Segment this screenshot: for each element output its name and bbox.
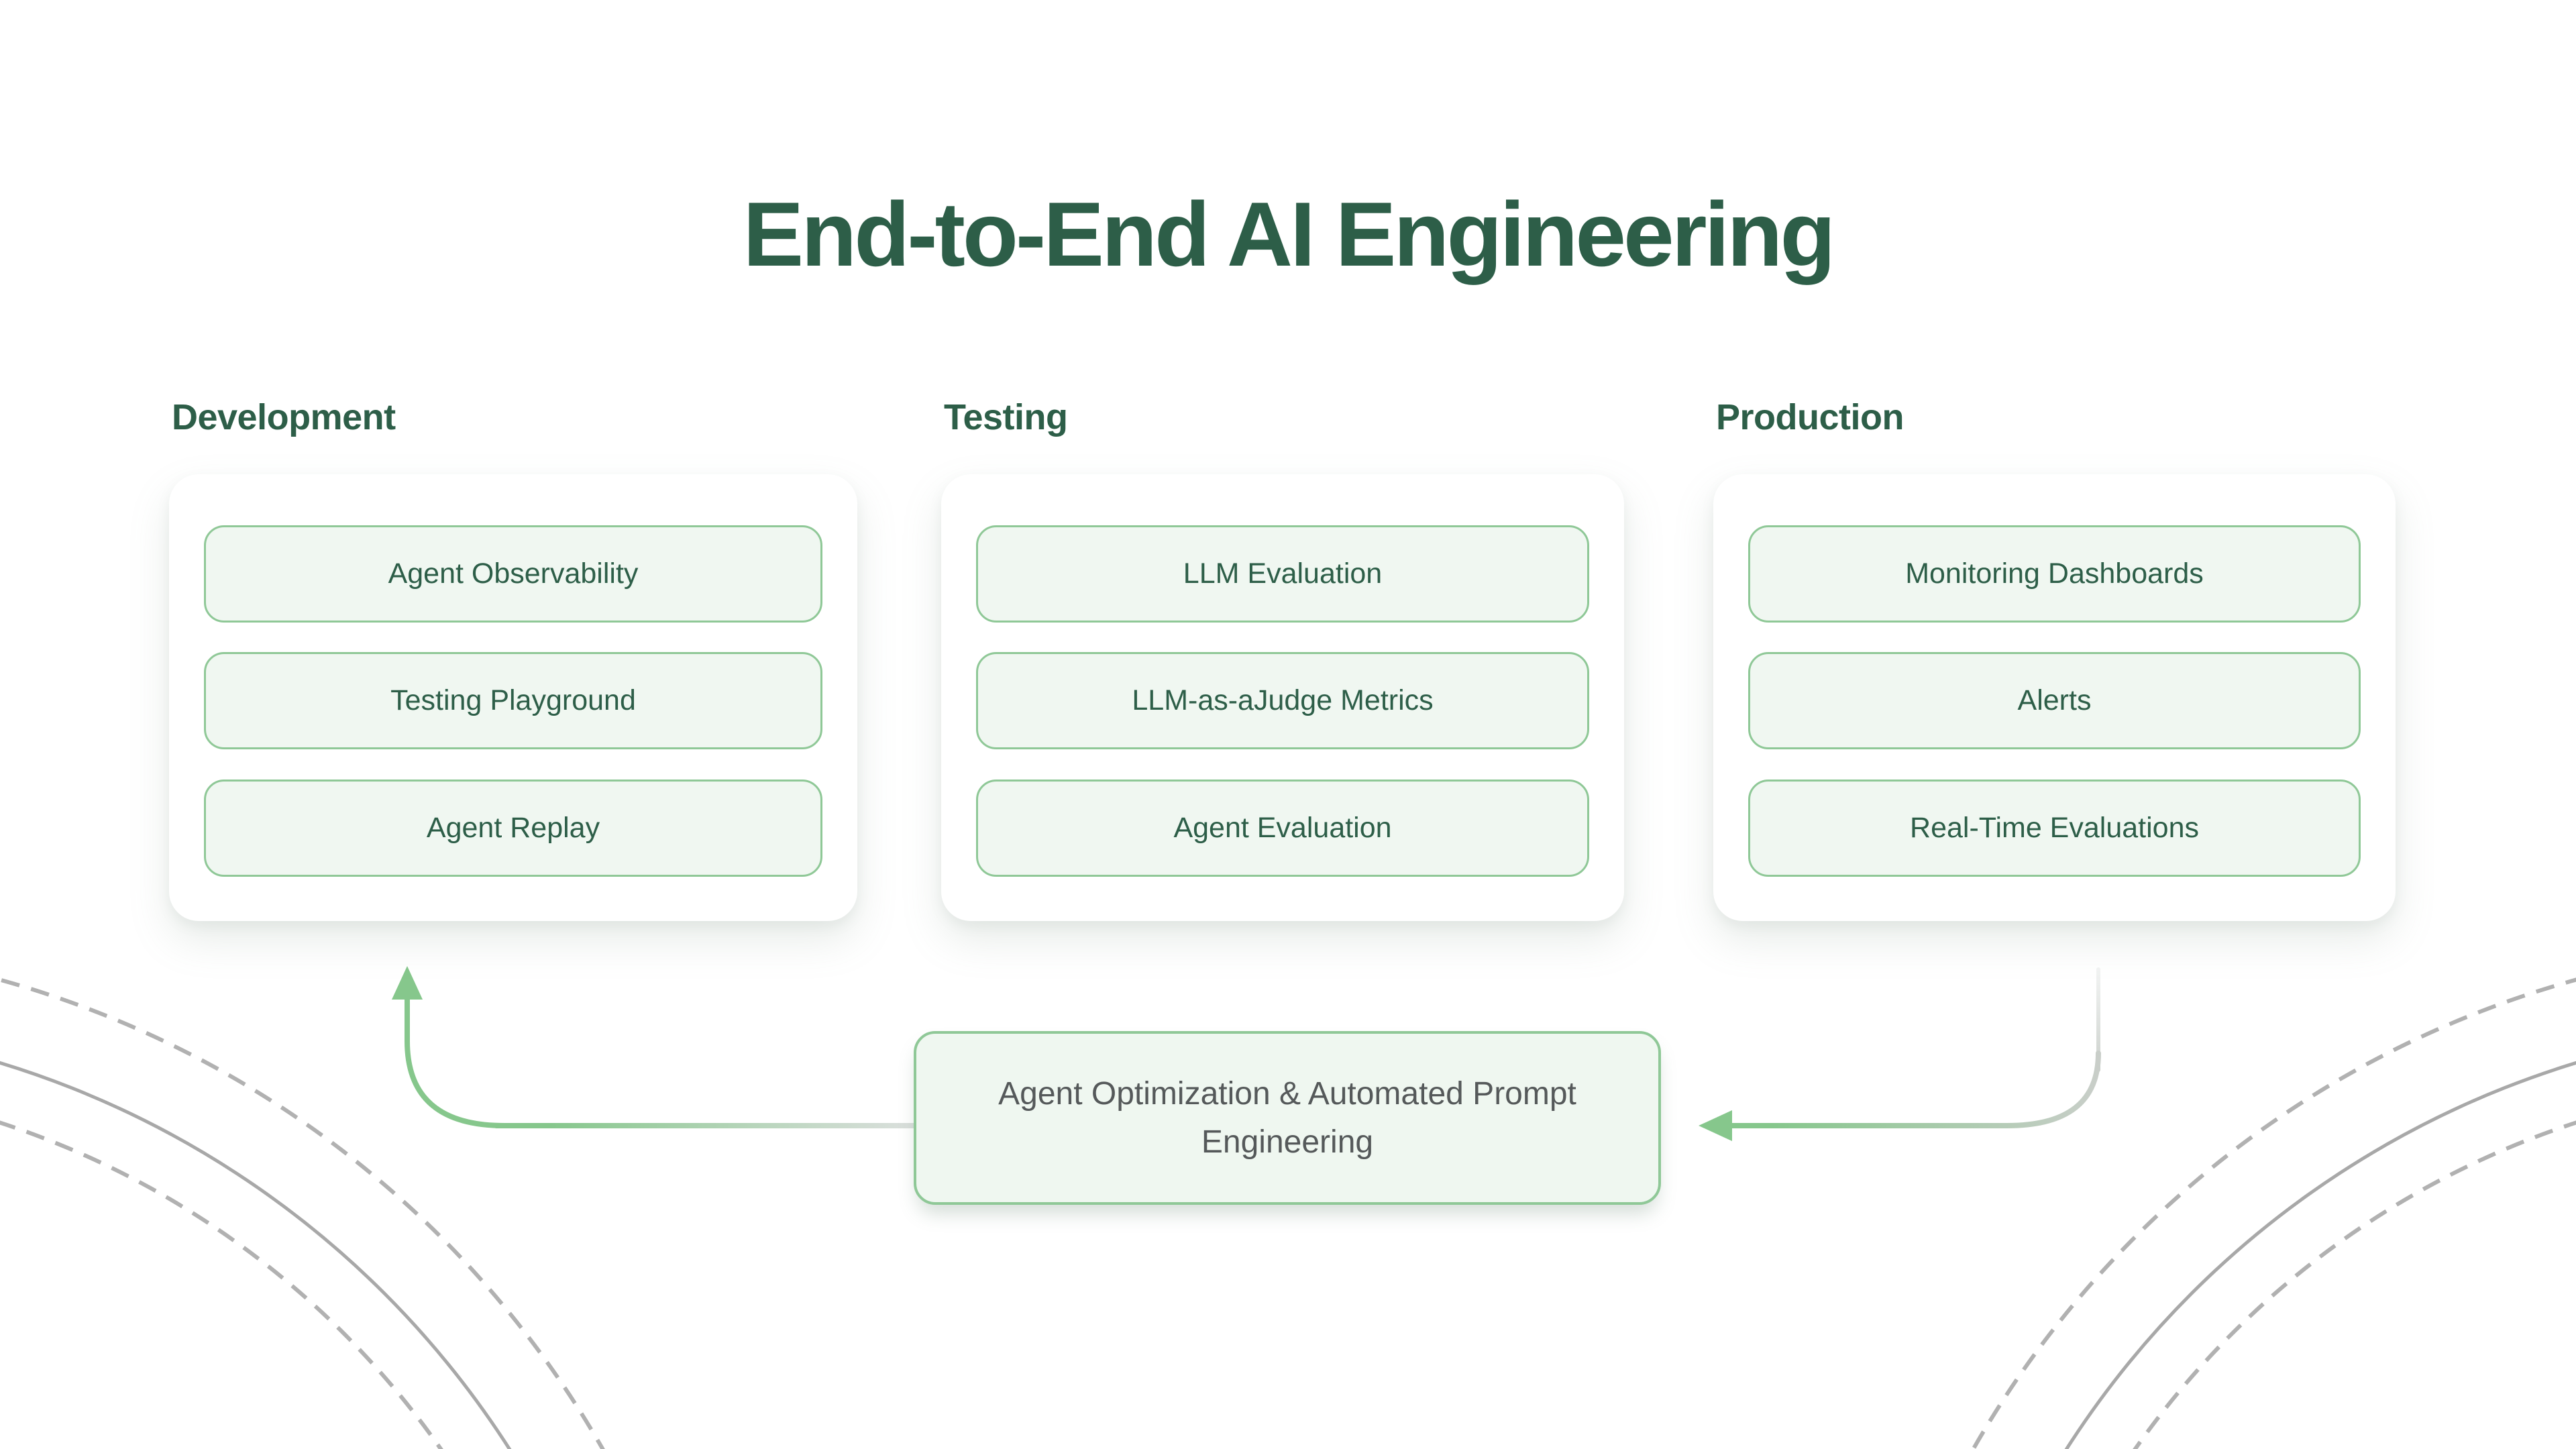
arrow-to-development [392, 966, 920, 1128]
node-testing-playground: Testing Playground [204, 652, 822, 750]
left-arrowhead [1699, 1110, 1732, 1141]
optimization-box-label: Agent Optimization & Automated Prompt En… [998, 1075, 1576, 1160]
dashed-arc-inner-right [2133, 1120, 2576, 1449]
column-label-development: Development [172, 397, 396, 437]
decorative-arcs-right [1971, 977, 2576, 1449]
column-production: Production Monitoring Dashboards Alerts … [1713, 396, 2396, 921]
dashed-arc-outer-right [1971, 977, 2576, 1449]
node-llm-evaluation: LLM Evaluation [976, 525, 1589, 623]
node-agent-replay: Agent Replay [204, 779, 822, 877]
optimization-box: Agent Optimization & Automated Prompt En… [914, 1031, 1661, 1205]
page-title: End-to-End AI Engineering [743, 183, 1835, 285]
column-label-production: Production [1716, 397, 1904, 437]
node-monitoring-dashboards: Monitoring Dashboards [1748, 525, 2361, 623]
solid-arc-left [0, 1061, 512, 1449]
node-alerts: Alerts [1748, 652, 2361, 750]
decorative-arcs-left [0, 977, 605, 1449]
arrow-from-production [1699, 967, 2101, 1141]
node-llm-as-a-judge-metrics: LLM-as-aJudge Metrics [976, 652, 1589, 750]
dashed-arc-outer-left [0, 977, 605, 1449]
node-real-time-evaluations: Real-Time Evaluations [1748, 779, 2361, 877]
development-card: Agent Observability Testing Playground A… [169, 474, 857, 921]
dashed-arc-inner-left [0, 1120, 443, 1449]
arrow-from-production-curve-line [1727, 1051, 2101, 1128]
arrow-to-development-curve-line [405, 994, 507, 1128]
column-development: Development Agent Observability Testing … [169, 396, 857, 921]
production-card: Monitoring Dashboards Alerts Real-Time E… [1713, 474, 2396, 921]
testing-card: LLM Evaluation LLM-as-aJudge Metrics Age… [941, 474, 1624, 921]
solid-arc-right [2064, 1061, 2576, 1449]
node-agent-evaluation: Agent Evaluation [976, 779, 1589, 877]
up-arrowhead [392, 966, 423, 1000]
column-label-testing: Testing [944, 397, 1068, 437]
column-testing: Testing LLM Evaluation LLM-as-aJudge Met… [941, 396, 1624, 921]
node-agent-observability: Agent Observability [204, 525, 822, 623]
